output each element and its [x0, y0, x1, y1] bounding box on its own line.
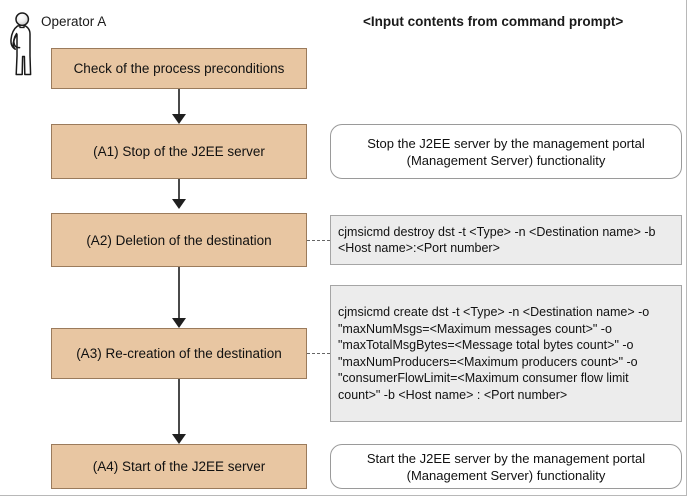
- command-box-a3: cjmsicmd create dst -t <Type> -n <Destin…: [330, 285, 682, 422]
- command-text: cjmsicmd create dst -t <Type> -n <Destin…: [338, 305, 650, 402]
- column-title: <Input contents from command prompt>: [363, 14, 624, 29]
- flow-arrow-a3-to-a4: [172, 379, 186, 444]
- dashed-connector-a3: [307, 353, 330, 355]
- process-box-label: (A2) Deletion of the destination: [86, 232, 272, 248]
- process-box-precondition[interactable]: Check of the process preconditions: [51, 48, 307, 89]
- flow-arrow-a1-to-a2: [172, 179, 186, 209]
- process-box-label: (A1) Stop of the J2EE server: [93, 144, 265, 159]
- description-text: Start the J2EE server by the management …: [366, 450, 646, 483]
- command-box-a2: cjmsicmd destroy dst -t <Type> -n <Desti…: [330, 215, 682, 265]
- command-text: cjmsicmd destroy dst -t <Type> -n <Desti…: [338, 224, 656, 256]
- description-text: Stop the J2EE server by the management p…: [367, 135, 645, 168]
- process-box-a2[interactable]: (A2) Deletion of the destination: [51, 213, 307, 267]
- flow-arrow-a2-to-a3: [172, 267, 186, 328]
- process-box-a3[interactable]: (A3) Re-creation of the destination: [51, 328, 307, 379]
- process-box-label: (A4) Start of the J2EE server: [92, 459, 266, 474]
- description-box-a1: Stop the J2EE server by the management p…: [330, 124, 682, 179]
- dashed-connector-a2: [307, 240, 330, 242]
- operator-label: Operator A: [41, 14, 107, 29]
- person-standing-icon: [10, 12, 32, 76]
- flow-arrow-precondition-to-a1: [172, 89, 186, 124]
- description-box-a4: Start the J2EE server by the management …: [330, 444, 682, 489]
- process-box-a4[interactable]: (A4) Start of the J2EE server: [51, 444, 307, 489]
- process-box-label: Check of the process preconditions: [73, 61, 285, 76]
- process-box-a1[interactable]: (A1) Stop of the J2EE server: [51, 124, 307, 179]
- process-box-label: (A3) Re-creation of the destination: [76, 346, 282, 361]
